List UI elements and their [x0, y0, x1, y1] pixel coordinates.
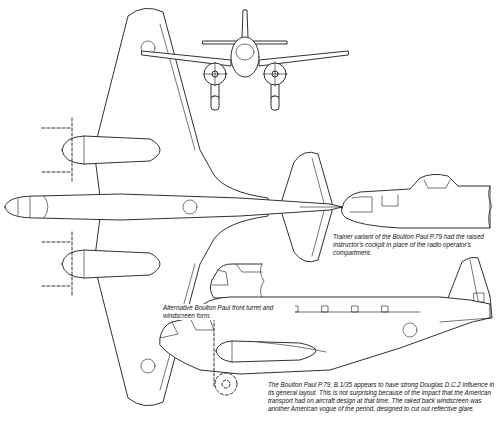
plan-view-tailplane-stroke: [312, 158, 324, 203]
side-view: [160, 258, 492, 396]
plan-view-wing-stroke: [141, 359, 155, 373]
front-view-stroke: [271, 96, 279, 110]
plan-view-fuselage-stroke: [300, 207, 342, 208]
plan-view-nacelles: [42, 118, 160, 296]
alternative-turret-detail: [210, 264, 264, 298]
alternative-turret-detail-stroke: [260, 264, 264, 298]
front-view-stroke: [203, 62, 287, 86]
side-view-stroke: [322, 306, 328, 312]
side-view-stroke: [382, 306, 388, 312]
front-view-stroke: [211, 96, 219, 110]
side-view-stroke: [403, 323, 417, 337]
alternative-turret-detail-stroke: [212, 264, 262, 285]
front-view: [142, 10, 348, 110]
plan-view-nacelles-stroke: [62, 136, 160, 164]
plan-view-nacelles-stroke: [72, 232, 73, 296]
side-view-stroke: [214, 318, 215, 386]
alternative-turret-detail-stroke: [210, 264, 262, 298]
side-view-stroke: [232, 341, 326, 362]
plan-view-nacelles-stroke: [42, 128, 70, 286]
front-view-stroke: [231, 37, 259, 77]
trainer-nose-detail-stroke: [488, 186, 492, 228]
trainer-nose-detail-stroke: [342, 174, 491, 228]
plan-view-nacelles-stroke: [84, 136, 85, 278]
front-view-stroke: [211, 85, 279, 98]
plan-view-fuselage-stroke: [5, 194, 342, 220]
plan-view-fuselage-stroke: [183, 200, 197, 214]
plan-view-fuselage: [5, 194, 342, 220]
trainer-nose-detail: [342, 174, 493, 228]
turret-caption: Alternative Boulton Paul front turret an…: [163, 304, 295, 320]
side-view-stroke: [440, 318, 490, 322]
side-view-stroke: [222, 380, 230, 388]
front-view-stroke: [242, 10, 248, 38]
plan-view-nacelles-stroke: [62, 250, 160, 278]
main-caption: The Boulton Paul P.79, B.1/35 appears to…: [268, 381, 496, 413]
trainer-nose-detail-stroke: [350, 195, 398, 212]
trainer-caption: Trainer variant of the Boulton Paul P.79…: [333, 233, 495, 257]
plan-view-tailplane-stroke: [312, 211, 324, 256]
side-view-stroke: [160, 297, 490, 374]
plan-view-wing-stroke: [160, 24, 195, 150]
trainer-nose-detail-stroke: [424, 180, 450, 188]
side-view-stroke: [215, 373, 237, 395]
front-view-stroke: [236, 44, 254, 60]
side-view-stroke: [352, 306, 358, 312]
side-view-stroke: [216, 341, 316, 362]
plan-view-fuselage-stroke: [18, 196, 48, 218]
plan-view-nacelles-stroke: [72, 118, 73, 182]
